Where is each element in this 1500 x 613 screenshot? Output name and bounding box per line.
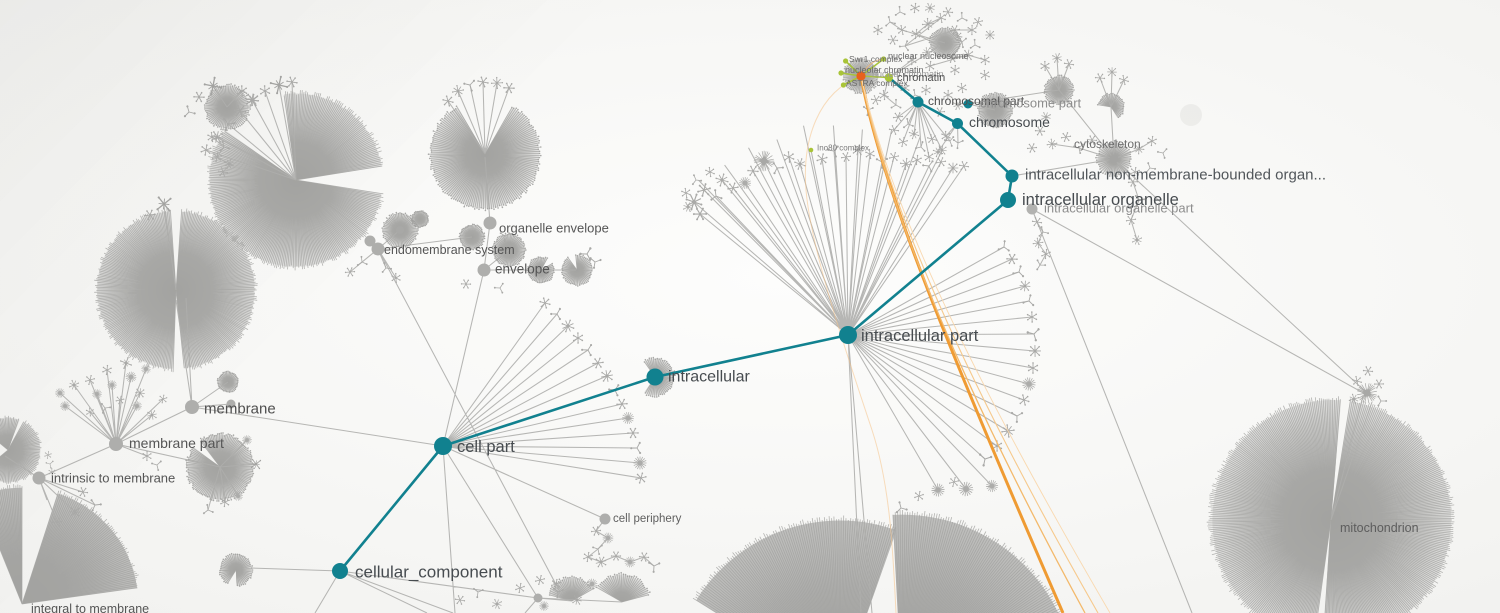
svg-text:intracellular part: intracellular part: [861, 327, 979, 345]
svg-text:membrane: membrane: [204, 401, 276, 418]
svg-text:envelope: envelope: [495, 262, 550, 277]
svg-text:Ino80 complex: Ino80 complex: [817, 144, 869, 153]
svg-text:intracellular organelle part: intracellular organelle part: [1044, 201, 1194, 216]
svg-text:intrinsic to membrane: intrinsic to membrane: [51, 471, 175, 486]
svg-text:integral to membrane: integral to membrane: [31, 602, 149, 613]
svg-text:membrane part: membrane part: [129, 435, 224, 451]
svg-text:Swr1 complex: Swr1 complex: [849, 54, 903, 64]
svg-text:intracellular non-membrane-bou: intracellular non-membrane-bounded organ…: [1025, 167, 1326, 184]
svg-text:nucleolar chromatin: nucleolar chromatin: [845, 65, 924, 75]
svg-text:endomembrane system: endomembrane system: [384, 243, 515, 257]
svg-text:cytoskeleton: cytoskeleton: [1074, 137, 1141, 151]
svg-text:intracellular: intracellular: [668, 369, 750, 386]
svg-text:organelle envelope: organelle envelope: [499, 221, 609, 236]
svg-text:cell periphery: cell periphery: [613, 513, 682, 525]
svg-text:cellular_component: cellular_component: [355, 563, 503, 582]
svg-text:ASTRA complex: ASTRA complex: [846, 78, 909, 88]
svg-text:intracellular organelle: intracellular organelle: [1022, 191, 1179, 209]
svg-text:cell part: cell part: [457, 438, 515, 456]
svg-text:chromosome: chromosome: [969, 114, 1050, 130]
svg-text:chromatin: chromatin: [897, 72, 945, 84]
svg-text:nuclear nucleosome: nuclear nucleosome: [888, 51, 969, 61]
svg-text:nuclear chromatin: nuclear chromatin: [872, 69, 944, 79]
svg-text:chromosomal part: chromosomal part: [928, 94, 1025, 108]
svg-text:mitochondrion: mitochondrion: [1340, 521, 1419, 535]
svg-text:chromosome part: chromosome part: [980, 96, 1082, 111]
